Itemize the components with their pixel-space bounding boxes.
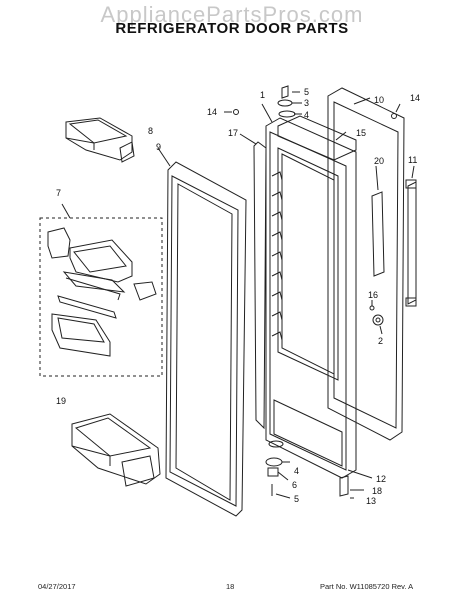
footer-date: 04/27/2017 <box>38 582 76 591</box>
watermark: AppliancePartsPros.com <box>100 2 364 27</box>
footer-part-number: Part No. W11085720 Rev. A <box>320 582 414 591</box>
top-hinge-hardware <box>277 85 302 118</box>
callout-4-bottom: 4 <box>294 466 299 476</box>
part-1-door-liner <box>261 103 357 479</box>
callout-5-bottom: 5 <box>294 494 299 504</box>
callout-13: 13 <box>366 496 376 506</box>
part-10-outer-door-panel <box>327 87 405 441</box>
callout-18: 18 <box>372 486 382 496</box>
part-17-trim-strip <box>239 133 267 430</box>
part-9-door-gasket <box>157 147 247 517</box>
callout-3: 3 <box>304 98 309 108</box>
callout-6: 6 <box>292 480 297 490</box>
callout-9: 9 <box>156 142 161 152</box>
callout-10: 10 <box>374 95 384 105</box>
part-7-dispenser-assembly <box>39 203 163 377</box>
callout-5-top: 5 <box>304 87 309 97</box>
callout-20: 20 <box>374 156 384 166</box>
callout-14-right: 14 <box>410 93 420 103</box>
part-19-door-bin <box>71 413 161 487</box>
callout-19: 19 <box>56 396 66 406</box>
footer-page-number: 18 <box>226 582 235 591</box>
callout-11: 11 <box>408 155 417 165</box>
callout-7: 7 <box>56 188 61 198</box>
hinge-cup-hardware <box>369 300 384 335</box>
callout-1: 1 <box>260 90 265 100</box>
bottom-hinge-hardware <box>265 440 373 499</box>
callout-12: 12 <box>376 474 386 484</box>
screws-14 <box>224 103 401 119</box>
callout-15: 15 <box>356 128 366 138</box>
callout-16: 16 <box>368 290 378 300</box>
callout-8: 8 <box>148 126 153 136</box>
part-11-handle <box>405 165 417 307</box>
page-title: REFRIGERATOR DOOR PARTS <box>115 20 349 37</box>
callout-14-left: 14 <box>207 107 217 117</box>
part-15-top-cap <box>277 115 357 161</box>
callout-4-top: 4 <box>304 110 309 120</box>
callout-2: 2 <box>378 336 383 346</box>
part-20-label <box>371 165 385 277</box>
part-8-door-bin <box>65 117 135 163</box>
callout-17: 17 <box>228 128 238 138</box>
